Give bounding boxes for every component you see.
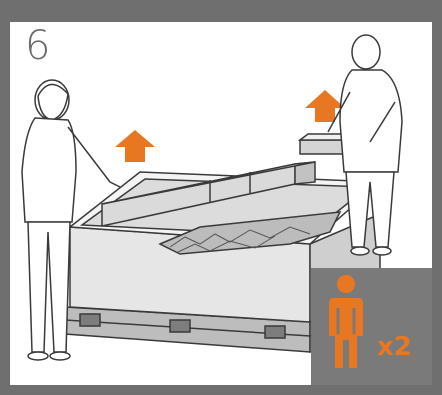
frame-bottom-border bbox=[0, 385, 442, 395]
two-person-badge: x2 bbox=[311, 268, 432, 385]
frame-top-border bbox=[0, 0, 442, 22]
person-count-label: x2 bbox=[377, 334, 412, 360]
frame-left-border bbox=[0, 0, 10, 395]
person-icon bbox=[311, 268, 432, 385]
frame-right-border bbox=[432, 0, 442, 395]
lift-arrow-right-icon bbox=[305, 90, 345, 122]
lift-arrow-left-icon bbox=[115, 130, 155, 162]
